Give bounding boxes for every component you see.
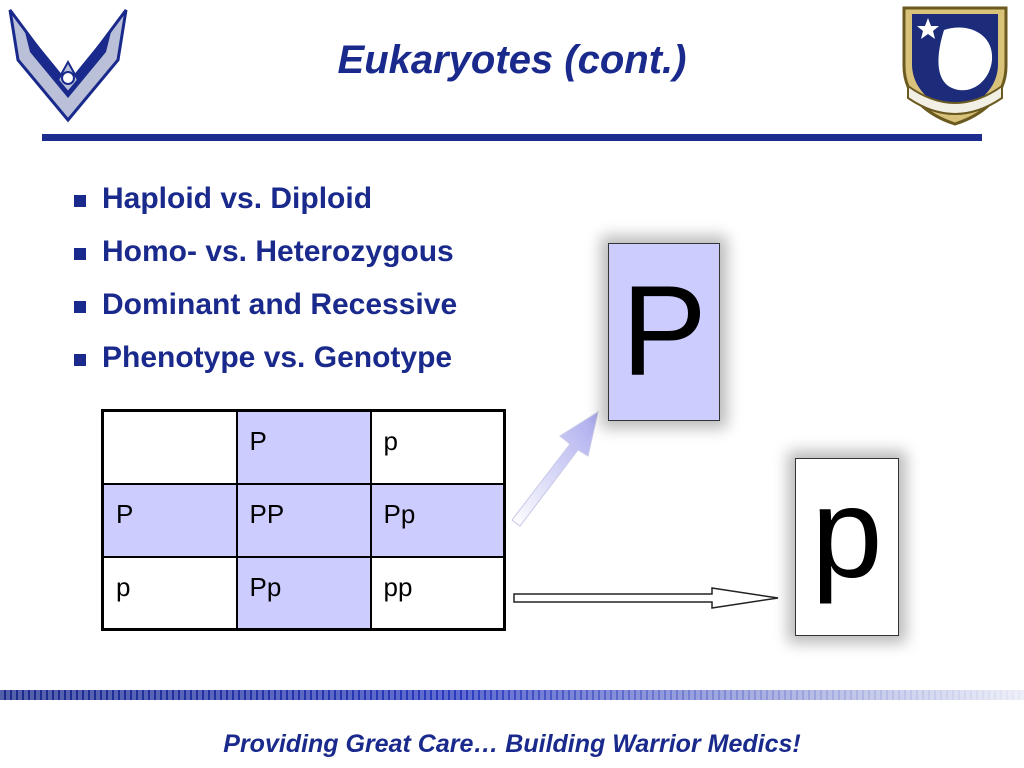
table-cell: P (235, 409, 372, 485)
title-divider (42, 134, 982, 141)
bullet-item: Dominant and Recessive (70, 286, 540, 339)
dominant-gamete-card: P (608, 243, 720, 421)
punnett-square: P p P PP Pp p Pp pp (101, 409, 506, 631)
bullet-item: Haploid vs. Diploid (70, 180, 540, 233)
bullet-text: Phenotype vs. Genotype (102, 341, 453, 374)
footer-band (0, 690, 1024, 700)
table-cell: Pp (369, 482, 506, 558)
bullet-text: Homo- vs. Heterozygous (102, 235, 454, 268)
air-force-logo (8, 9, 128, 123)
table-cell: p (101, 555, 238, 631)
bullet-square-icon (74, 195, 86, 207)
arrow-to-recessive-icon (513, 587, 779, 609)
bullet-item: Homo- vs. Heterozygous (70, 233, 540, 286)
table-cell: PP (235, 482, 372, 558)
table-row: p Pp pp (101, 555, 506, 631)
bullet-square-icon (74, 354, 86, 366)
bullet-text: Haploid vs. Diploid (102, 182, 373, 215)
table-cell: pp (369, 555, 506, 631)
table-cell (101, 409, 238, 485)
arrow-to-dominant-icon (511, 410, 599, 527)
bullet-square-icon (74, 301, 86, 313)
bullet-text: Dominant and Recessive (102, 288, 458, 321)
bullet-item: Phenotype vs. Genotype (70, 339, 540, 392)
bullet-square-icon (74, 248, 86, 260)
table-row: P p (101, 409, 506, 485)
slide-title: Eukaryotes (cont.) (337, 38, 687, 82)
footer-slogan: Providing Great Care… Building Warrior M… (223, 730, 801, 758)
medical-wing-crest (902, 6, 1008, 126)
bullet-list: Haploid vs. Diploid Homo- vs. Heterozygo… (70, 180, 540, 392)
table-row: P PP Pp (101, 482, 506, 558)
table-cell: P (101, 482, 238, 558)
table-cell: p (369, 409, 506, 485)
recessive-gamete-card: p (795, 458, 899, 636)
table-cell: Pp (235, 555, 372, 631)
